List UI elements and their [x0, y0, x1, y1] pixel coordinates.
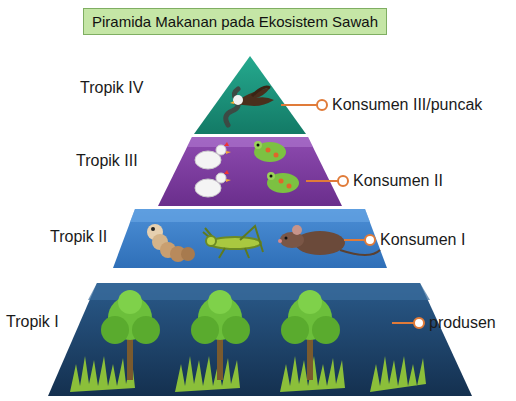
leader-dot	[317, 100, 424, 328]
level-label: Konsumen II	[353, 172, 443, 190]
level-label: Konsumen I	[380, 231, 465, 249]
tier-four	[194, 56, 306, 134]
tier-label: Tropik IV	[80, 79, 143, 97]
tier-label: Tropik II	[50, 228, 107, 246]
frog	[254, 141, 299, 193]
tier-label: Tropik III	[76, 152, 138, 170]
chicken	[195, 142, 231, 197]
tier-label: Tropik I	[6, 313, 59, 331]
tier-three	[158, 137, 342, 206]
tree	[101, 290, 340, 380]
snake	[226, 89, 239, 125]
level-label: produsen	[429, 314, 496, 332]
grass	[70, 356, 426, 392]
title-box: Piramida Makanan pada Ekosistem Sawah	[83, 8, 387, 35]
tier-two	[113, 209, 387, 268]
rat	[278, 225, 380, 255]
eagle	[230, 87, 274, 106]
leader-line	[281, 105, 414, 323]
level-label: Konsumen III/puncak	[332, 96, 482, 114]
tier-one	[48, 283, 472, 396]
caterpillar	[147, 224, 195, 262]
grasshopper	[203, 226, 263, 258]
